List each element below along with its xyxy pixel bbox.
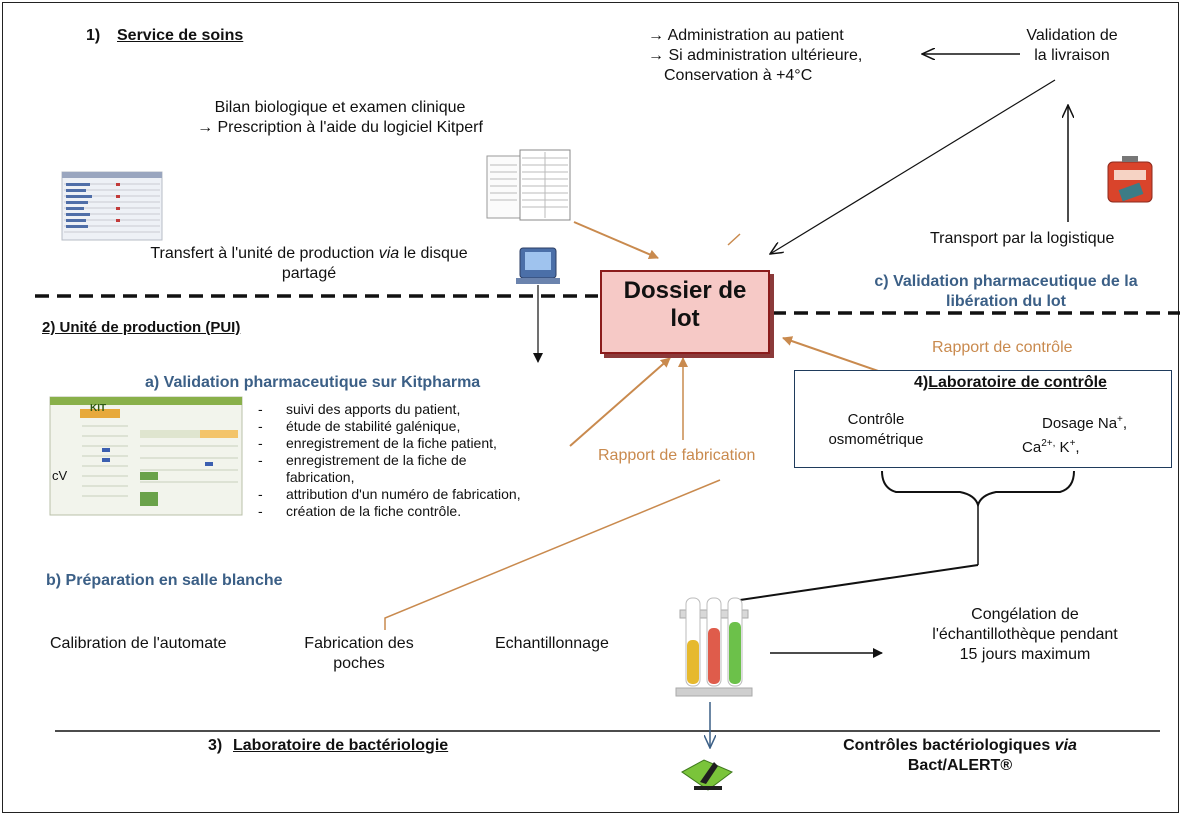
step-item: étude de stabilité galénique, <box>258 418 526 435</box>
transfert-text: Transfert à l'unité de production via le… <box>150 245 468 282</box>
rapport-fabrication-label: Rapport de fabrication <box>598 447 756 464</box>
kitperf-thumbnail <box>61 171 163 241</box>
microscope-icon <box>681 759 733 791</box>
preparation-title: b) Préparation en salle blanche <box>46 572 283 589</box>
validation-livraison-text: Validation de la livraison <box>1026 27 1118 64</box>
server-icon <box>516 247 560 284</box>
transport-case-icon <box>1107 156 1153 203</box>
calibration-text: Calibration de l'automate <box>50 635 227 652</box>
section-2-title: 2) Unité de production (PUI) <box>42 319 241 336</box>
transport-text: Transport par la logistique <box>930 230 1115 247</box>
prescription-sheet <box>486 149 571 221</box>
section-3-title: Laboratoire de bactériologie <box>233 737 449 754</box>
step-item: suivi des apports du patient, <box>258 401 526 418</box>
step-item: attribution d'un numéro de fabrication, <box>258 486 526 503</box>
step-item: enregistrement de la fiche de fabricatio… <box>258 452 526 486</box>
bilan-text: Bilan biologique et examen clinique → Pr… <box>197 99 483 136</box>
fabrication-poches-text: Fabrication des poches <box>304 635 414 672</box>
kitpharma-thumbnail <box>49 396 243 516</box>
section-3-number: 3) <box>208 737 223 754</box>
validation-kitpharma-title: a) Validation pharmaceutique sur Kitphar… <box>145 374 481 391</box>
section-1-number: 1) <box>86 27 101 44</box>
kitpharma-kt-label: KIT <box>90 403 107 414</box>
arrow-validation-to-dossier <box>770 79 1056 254</box>
arrow-small-top <box>727 233 741 246</box>
osmometrique-text: Contrôle osmométrique <box>828 411 924 448</box>
lab-bracket <box>881 470 1075 509</box>
line-fabrication-to-report <box>384 479 721 630</box>
rapport-controle-label: Rapport de contrôle <box>932 339 1073 356</box>
arrow-prescription-to-dossier <box>573 221 659 260</box>
step-item: création de la fiche contrôle. <box>258 503 526 520</box>
step-item: enregistrement de la fiche patient, <box>258 435 526 452</box>
congelation-text: Congélation de l'échantillothèque pendan… <box>932 606 1118 663</box>
validation-liberation-text: c) Validation pharmaceutique de la libér… <box>874 273 1138 310</box>
section-1-title: Service de soins <box>117 27 244 44</box>
section-4-title: 4)Laboratoire de contrôle <box>914 374 1107 391</box>
kitpharma-cv-label: cV <box>52 468 68 483</box>
test-tubes-image <box>675 597 753 697</box>
controles-bacterio-text: Contrôles bactériologiques via Bact/ALER… <box>843 737 1077 774</box>
validation-steps-list: suivi des apports du patient, étude de s… <box>258 401 526 520</box>
line-bracket-to-tubes <box>739 564 979 601</box>
arrow-kitpharma-to-dossier <box>569 357 671 447</box>
dosage-text: Dosage Na+, Ca2+, K+, <box>1022 414 1128 456</box>
dossier-line-1: Dossier de <box>623 277 747 304</box>
administration-text: → Administration au patient → Si adminis… <box>648 27 863 84</box>
echantillonnage-text: Echantillonnage <box>495 635 609 652</box>
dossier-line-2: lot <box>670 305 700 332</box>
dossier-de-lot-box: Dossier de lot <box>600 270 770 354</box>
lab-controle-box <box>794 370 1172 468</box>
